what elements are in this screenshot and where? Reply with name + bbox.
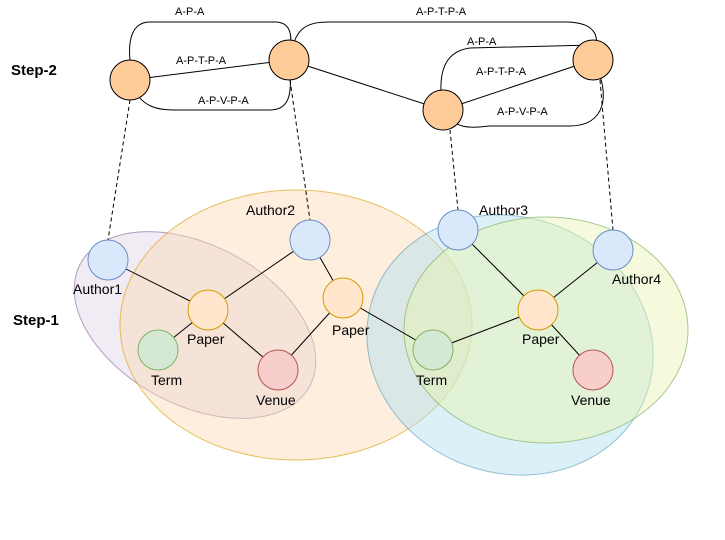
label-author3: Author3: [479, 202, 528, 218]
meta-nodes: [109, 39, 614, 131]
node-author3[interactable]: [437, 209, 479, 251]
region-author2: [119, 189, 473, 461]
projection-author3: [449, 129, 459, 211]
projection-author1: [107, 99, 131, 241]
region-author3: [366, 214, 654, 476]
label-term2: Term: [416, 372, 447, 388]
meta-node-author4[interactable]: [572, 39, 614, 81]
step1-label: Step-1: [13, 312, 59, 329]
node-author2[interactable]: [289, 219, 331, 261]
meta-node-author1[interactable]: [109, 59, 151, 101]
regions: [73, 189, 689, 476]
edge-aptpa-top: [288, 21, 598, 61]
projection-author2: [289, 79, 311, 221]
node-venue2[interactable]: [572, 349, 614, 391]
label-aptpa-right: A-P-T-P-A: [476, 66, 527, 78]
projection-lines: [107, 79, 614, 241]
edge-author2-paper1: [207, 239, 311, 311]
label-paper3: Paper: [522, 331, 560, 347]
label-author4: Author4: [612, 271, 661, 287]
label-author1: Author1: [73, 281, 122, 297]
node-paper3[interactable]: [517, 289, 559, 331]
label-venue1: Venue: [256, 392, 296, 408]
edge-author2-author3: [288, 59, 444, 111]
label-apvpa-left: A-P-V-P-A: [198, 95, 249, 107]
edge-aptpa-left: [129, 59, 290, 81]
label-apa-left: A-P-A: [175, 6, 205, 18]
graph-nodes: [87, 209, 634, 391]
label-aptpa-left: A-P-T-P-A: [176, 55, 227, 67]
label-paper2: Paper: [332, 322, 370, 338]
label-apvpa-right: A-P-V-P-A: [497, 106, 548, 118]
node-venue1[interactable]: [257, 349, 299, 391]
label-venue2: Venue: [571, 392, 611, 408]
label-paper1: Paper: [187, 331, 225, 347]
label-term1: Term: [151, 372, 182, 388]
node-term2[interactable]: [412, 329, 454, 371]
node-author4[interactable]: [592, 229, 634, 271]
step2-label: Step-2: [11, 62, 57, 79]
meta-path-labels: A-P-A A-P-T-P-A A-P-V-P-A A-P-T-P-A A-P-…: [175, 6, 548, 118]
label-apa-right: A-P-A: [467, 36, 497, 48]
label-aptpa-top: A-P-T-P-A: [416, 6, 467, 18]
edge-apvpa-left: [129, 59, 291, 111]
meta-node-author3[interactable]: [422, 89, 464, 131]
node-labels: Author1 Author2 Author3 Author4 Paper Pa…: [73, 202, 661, 408]
label-author2: Author2: [246, 202, 295, 218]
meta-node-author2[interactable]: [268, 39, 310, 81]
projection-author4: [599, 79, 614, 231]
node-paper1[interactable]: [187, 289, 229, 331]
node-author1[interactable]: [87, 239, 129, 281]
edge-aptpa-right: [442, 59, 594, 111]
node-paper2[interactable]: [322, 277, 364, 319]
node-term1[interactable]: [137, 329, 179, 371]
edge-apvpa-right: [442, 59, 604, 128]
region-author4: [403, 216, 689, 444]
